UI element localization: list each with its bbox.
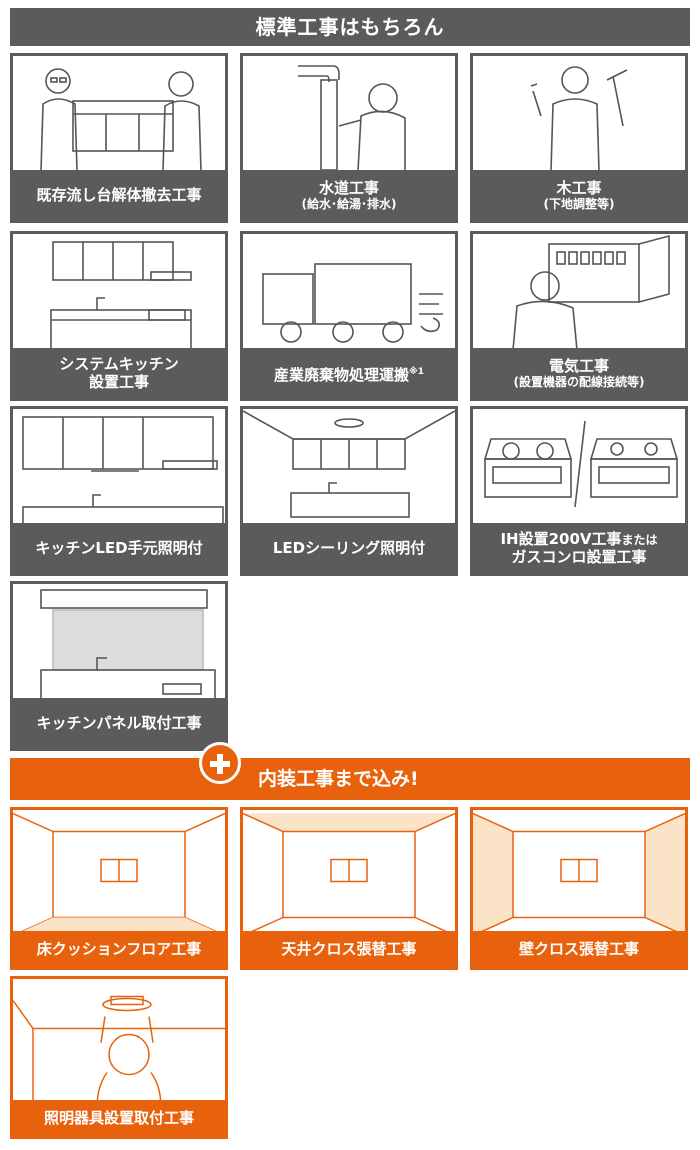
truck-illustration: [262, 263, 443, 343]
interior-work-header: 内装工事まで込み!: [10, 758, 690, 800]
card-kitchen-panel: キッチンパネル取付工事: [10, 581, 228, 751]
kitchen-panel-illustration: [40, 589, 216, 701]
carpentry-illustration: [530, 66, 628, 172]
plus-icon: [199, 742, 241, 784]
lighting-fixture-illustration: [13, 995, 225, 1133]
card-electrical-caption: 電気工事(設置機器の配線接続等): [473, 348, 685, 398]
card-demolition: 既存流し台解体撤去工事: [10, 53, 228, 223]
card-ih-gas: IH設置200V工事またはガスコンロ設置工事: [470, 406, 688, 576]
card-led-ceiling-caption: LEDシーリング照明付: [243, 523, 455, 573]
card-system-kitchen-caption: システムキッチン設置工事: [13, 348, 225, 398]
card-wall-cloth: 壁クロス張替工事: [470, 807, 688, 970]
card-plumbing: 水道工事(給水･給湯･排水): [240, 53, 458, 223]
card-demolition-caption: 既存流し台解体撤去工事: [13, 170, 225, 220]
card-waste-disposal: 産業廃棄物処理運搬※1: [240, 231, 458, 401]
card-system-kitchen: システムキッチン設置工事: [10, 231, 228, 401]
card-carpentry: 木工事(下地調整等): [470, 53, 688, 223]
card-electrical: 電気工事(設置機器の配線接続等): [470, 231, 688, 401]
ceiling-room-illustration: [243, 812, 455, 937]
card-carpentry-caption: 木工事(下地調整等): [473, 170, 685, 220]
card-led-ceiling: LEDシーリング照明付: [240, 406, 458, 576]
wall-room-illustration: [473, 812, 685, 937]
card-ceiling-cloth-caption: 天井クロス張替工事: [243, 931, 455, 967]
card-waste-disposal-caption: 産業廃棄物処理運搬※1: [243, 348, 455, 398]
card-floor-cushion: 床クッションフロア工事: [10, 807, 228, 970]
card-ih-gas-caption: IH設置200V工事またはガスコンロ設置工事: [473, 523, 685, 573]
system-kitchen-illustration: [50, 241, 192, 351]
led-ceiling-illustration: [243, 410, 455, 518]
card-plumbing-caption: 水道工事(給水･給湯･排水): [243, 170, 455, 220]
card-kitchen-panel-caption: キッチンパネル取付工事: [13, 698, 225, 748]
demolition-illustration: [40, 68, 202, 172]
card-wall-cloth-caption: 壁クロス張替工事: [473, 931, 685, 967]
card-lighting-fixture: 照明器具設置取付工事: [10, 976, 228, 1139]
card-lighting-fixture-caption: 照明器具設置取付工事: [13, 1100, 225, 1136]
stove-illustration: [483, 420, 679, 508]
card-ceiling-cloth: 天井クロス張替工事: [240, 807, 458, 970]
card-kitchen-led-caption: キッチンLED手元照明付: [13, 523, 225, 573]
standard-work-header: 標準工事はもちろん: [10, 8, 690, 46]
card-floor-cushion-caption: 床クッションフロア工事: [13, 931, 225, 967]
card-kitchen-led: キッチンLED手元照明付: [10, 406, 228, 576]
electrical-illustration: [512, 234, 670, 351]
